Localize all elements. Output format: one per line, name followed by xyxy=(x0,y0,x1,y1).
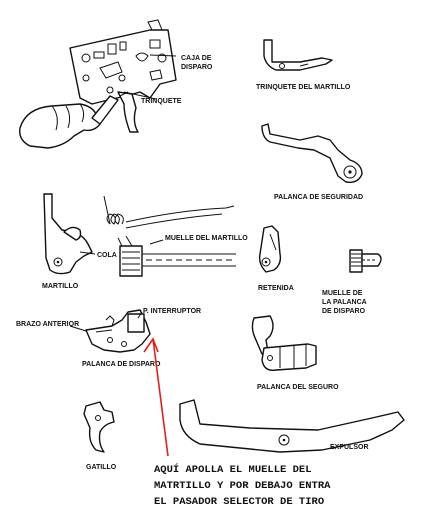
palanca-de-disparo-part xyxy=(85,309,151,353)
expulsor-part xyxy=(179,399,405,453)
p-interruptor-label: P. INTERRUPTOR xyxy=(143,308,201,315)
gatillo-part xyxy=(83,401,115,453)
caja-de-disparo-label-2: DISPARO xyxy=(181,64,213,71)
palanca-del-seguro-label: PALANCA DEL SEGURO xyxy=(257,384,339,391)
muelle-del-martillo-part xyxy=(103,195,236,277)
trinquete-del-martillo-part xyxy=(263,39,333,71)
caja-de-disparo-part xyxy=(69,19,177,105)
cola-label: COLA xyxy=(97,252,117,259)
trinquete-del-martillo-label: TRINQUETE DEL MARTILLO xyxy=(256,84,351,91)
brazo-anterior-label: BRAZO ANTERIOR xyxy=(16,321,79,328)
martillo-part xyxy=(43,193,93,275)
muelle-palanca-disparo-part xyxy=(349,249,382,273)
palanca-del-seguro-part xyxy=(251,315,317,371)
annotation-arrow xyxy=(143,337,169,457)
expulsor-label: EXPULSOR xyxy=(330,444,369,451)
muelle-del-martillo-label: MUELLE DEL MARTILLO xyxy=(165,235,248,242)
caja-de-disparo-label-1: CAJA DE xyxy=(181,55,212,62)
hand-holding-part xyxy=(19,91,139,149)
muelle-palanca-label-2: LA PALANCA xyxy=(322,299,367,306)
muelle-palanca-label-3: DE DISPARO xyxy=(322,308,366,315)
retenida-label: RETENIDA xyxy=(258,285,294,292)
palanca-de-disparo-label: PALANCA DE DISPARO xyxy=(82,361,161,368)
annotation-line-2: MATRTILLO Y POR DEBAJO ENTRA xyxy=(154,480,331,492)
annotation-line-1: AQUÍ APOLLA EL MUELLE DEL xyxy=(154,464,312,476)
muelle-palanca-label-1: MUELLE DE xyxy=(322,290,363,297)
annotation-line-3: EL PASADOR SELECTOR DE TIRO xyxy=(154,496,325,508)
gatillo-label: GATILLO xyxy=(86,464,117,471)
annotation-text: AQUÍ APOLLA EL MUELLE DEL MATRTILLO Y PO… xyxy=(154,462,424,510)
retenida-part xyxy=(258,225,282,273)
palanca-de-seguridad-part xyxy=(261,123,363,184)
palanca-de-seguridad-label: PALANCA DE SEGURIDAD xyxy=(274,194,363,201)
trinquete-label: TRINQUETE xyxy=(141,98,182,105)
martillo-label: MARTILLO xyxy=(42,283,79,290)
